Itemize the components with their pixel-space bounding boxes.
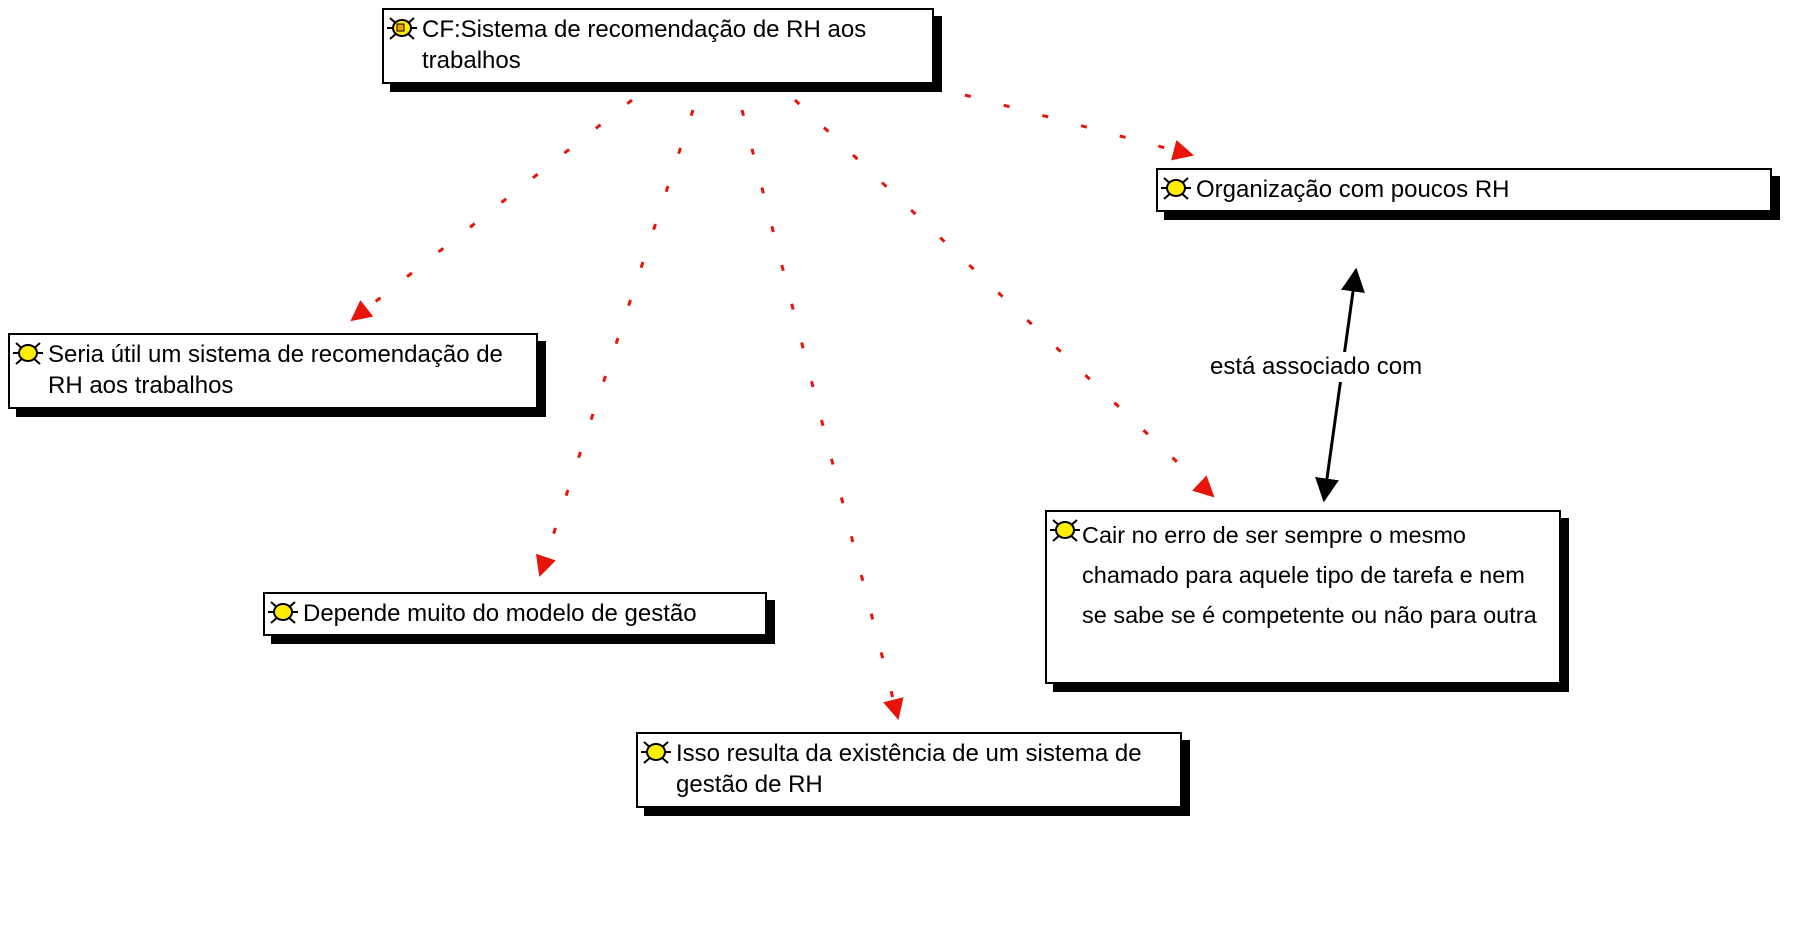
node-seria-util-label: Seria útil um sistema de recomendação de… <box>48 341 503 399</box>
node-root-label: CF:Sistema de recomendação de RH aos tra… <box>422 16 867 74</box>
node-depende-label: Depende muito do modelo de gestão <box>303 600 697 627</box>
bug-icon <box>268 601 298 624</box>
link-root-to-n1[interactable] <box>964 93 1195 161</box>
link-root-to-n2[interactable] <box>350 98 633 322</box>
node-cair-no-erro-label: Cair no erro de ser sempre o mesmo chama… <box>1082 522 1537 628</box>
bug-icon <box>1050 519 1080 542</box>
link-root-to-n5[interactable] <box>740 109 904 721</box>
node-seria-util[interactable]: Seria útil um sistema de recomendação de… <box>8 333 538 409</box>
node-organizacao[interactable]: Organização com poucos RH <box>1156 168 1772 212</box>
link-label-assoc: está associado com <box>1204 352 1429 382</box>
bug-icon <box>13 342 43 365</box>
bug-icon <box>1161 177 1191 200</box>
bug-icon <box>641 741 671 764</box>
link-n1-n3[interactable] <box>1315 267 1365 503</box>
node-isso-resulta[interactable]: Isso resulta da existência de um sistema… <box>636 732 1182 808</box>
node-root[interactable]: CF:Sistema de recomendação de RH aos tra… <box>382 8 934 84</box>
node-cair-no-erro[interactable]: Cair no erro de ser sempre o mesmo chama… <box>1045 510 1561 684</box>
link-root-to-n4[interactable] <box>535 109 695 577</box>
node-organizacao-label: Organização com poucos RH <box>1196 176 1510 203</box>
bug-icon-special <box>387 17 417 40</box>
link-root-to-n3[interactable] <box>793 98 1215 498</box>
node-isso-resulta-label: Isso resulta da existência de um sistema… <box>676 740 1142 798</box>
node-depende[interactable]: Depende muito do modelo de gestão <box>263 592 767 636</box>
